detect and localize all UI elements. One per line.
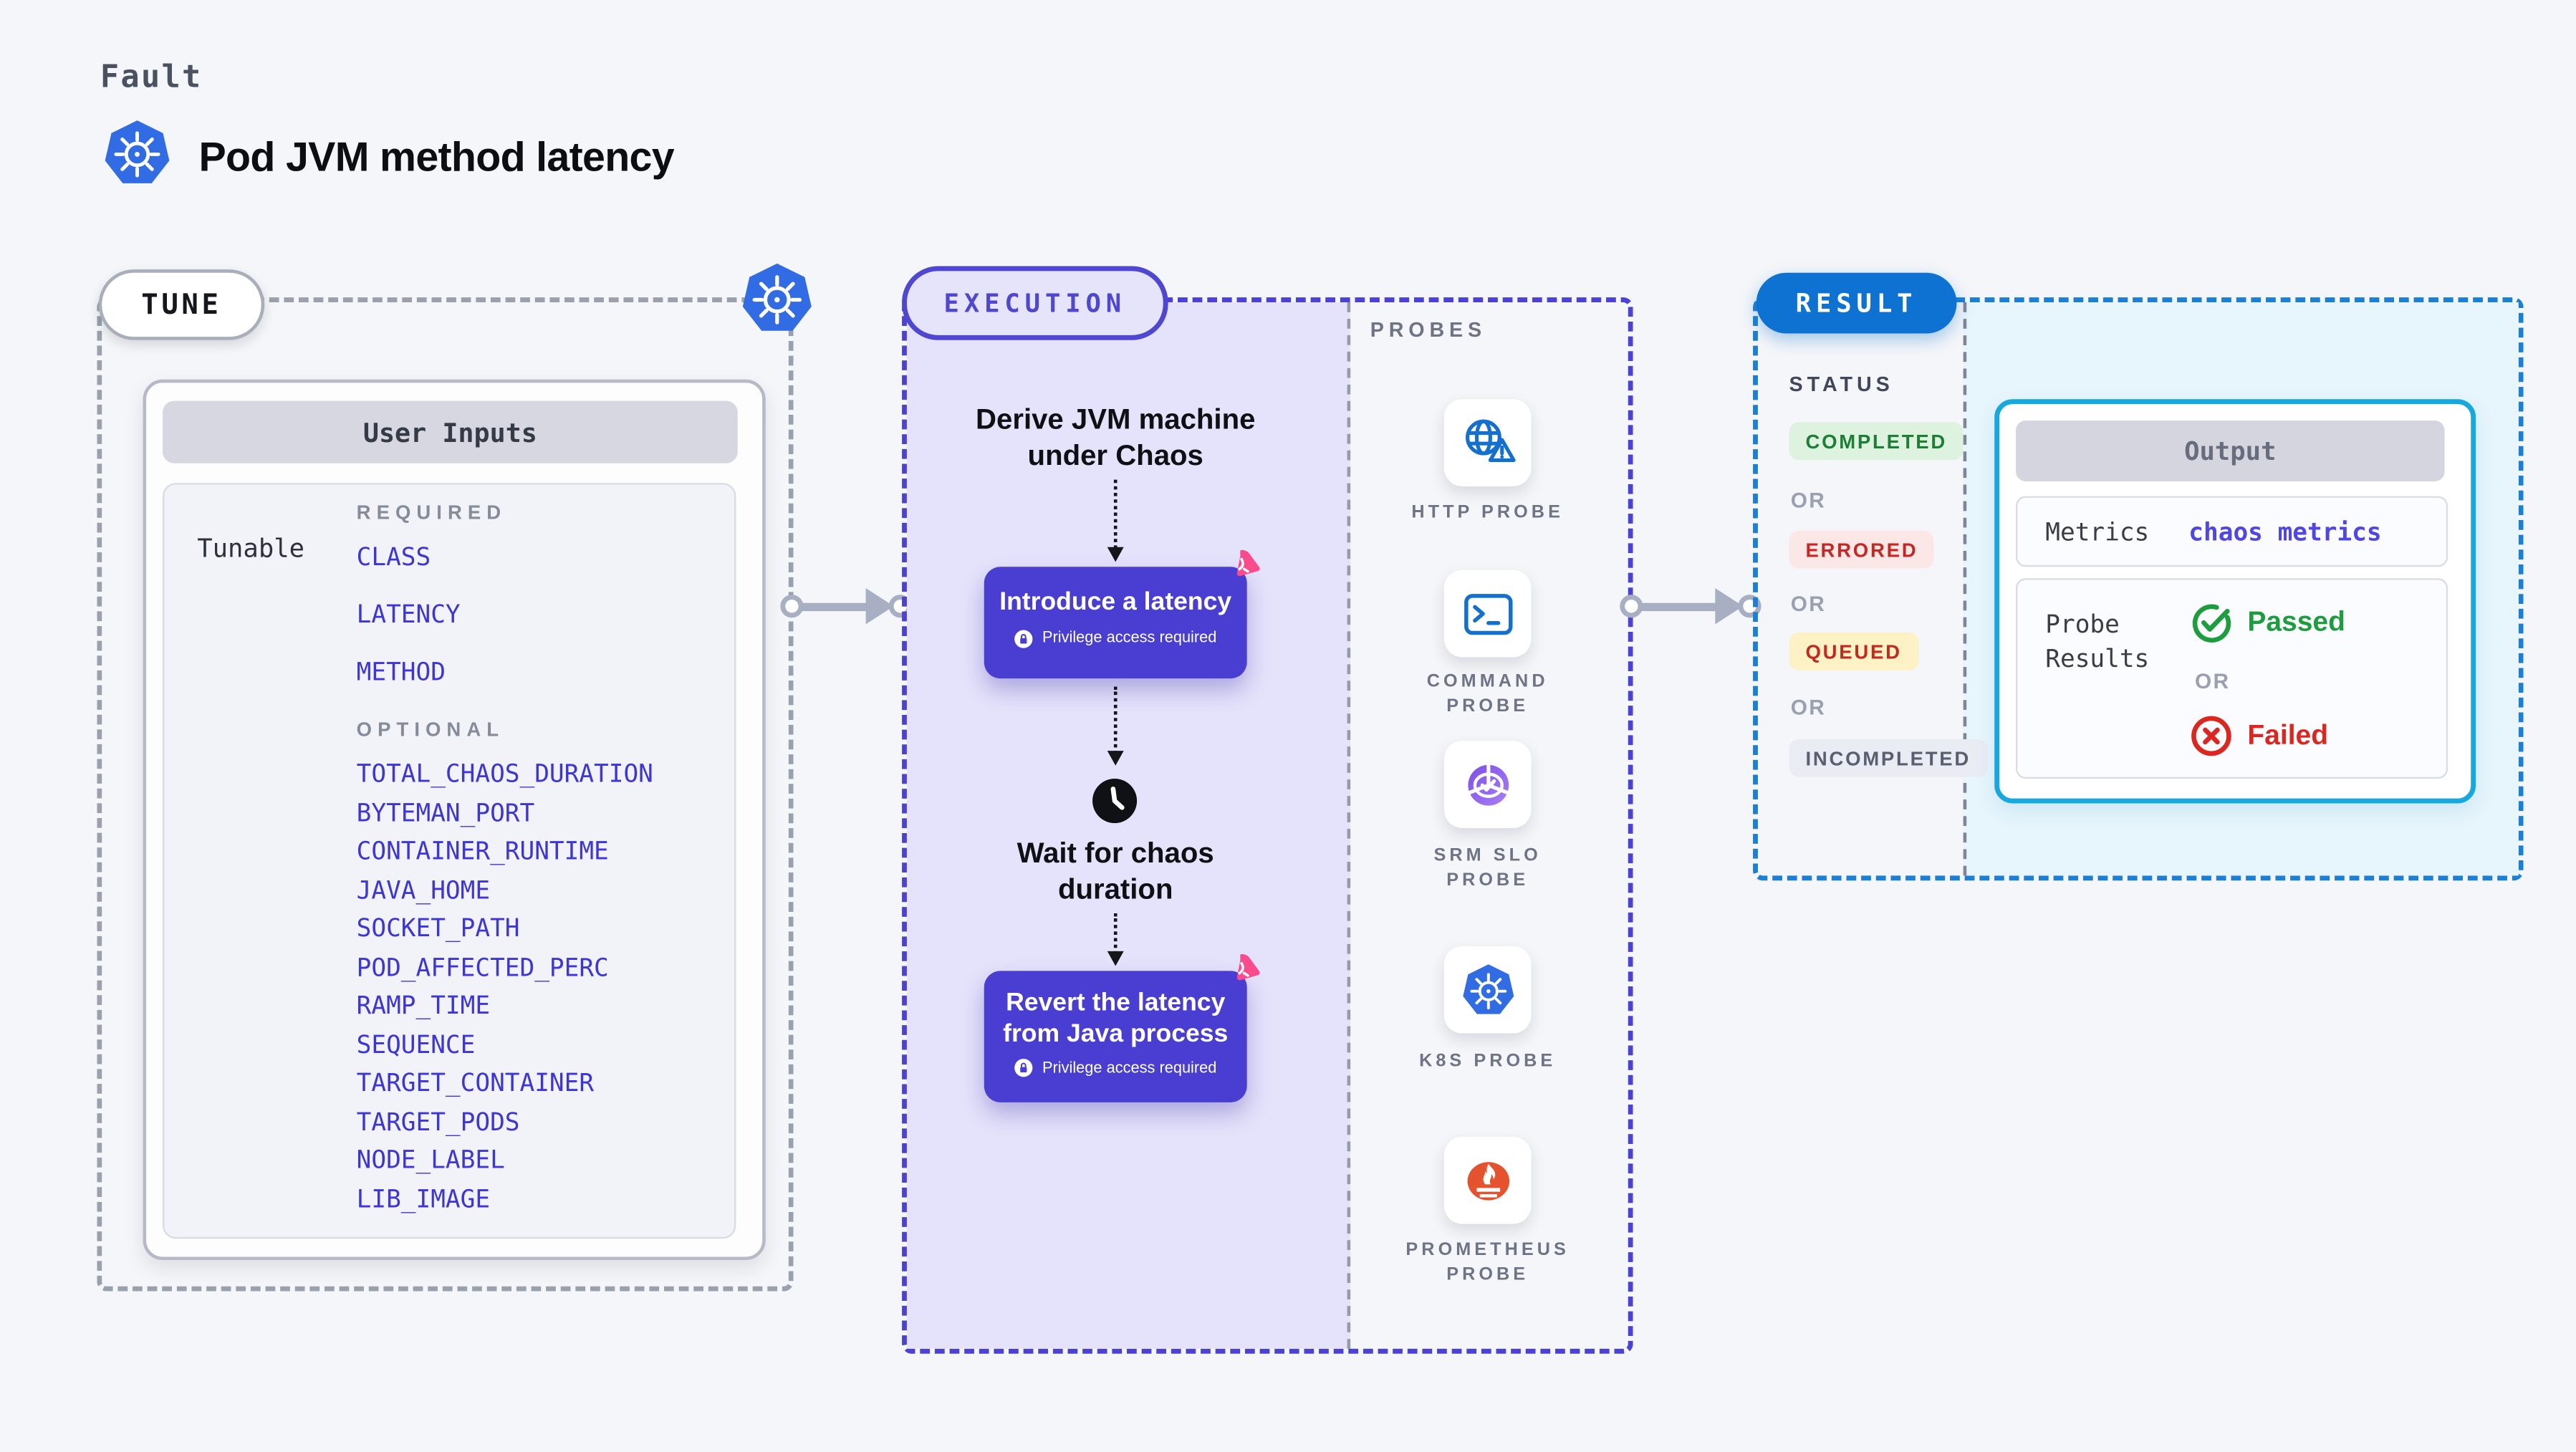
tunable-method: METHOD bbox=[356, 657, 446, 687]
k8s-probe-card bbox=[1443, 946, 1532, 1034]
status-badge-queued: QUEUED bbox=[1789, 632, 1918, 670]
metrics-label: Metrics bbox=[2045, 516, 2150, 547]
output-title: Output bbox=[2016, 420, 2445, 481]
flow-arrow-down-icon bbox=[1106, 913, 1123, 966]
passed-result: Passed bbox=[2190, 601, 2345, 644]
passed-label: Passed bbox=[2247, 606, 2345, 638]
failed-label: Failed bbox=[2247, 719, 2329, 751]
tunable-label: Tunable bbox=[197, 534, 305, 564]
optional-section-label: OPTIONAL bbox=[356, 718, 505, 741]
or-separator: OR bbox=[1790, 591, 1827, 617]
probe-results-row: Probe Results Passed OR Failed bbox=[2016, 578, 2448, 779]
probes-section-label: PROBES bbox=[1370, 318, 1487, 342]
tunable-java-home: JAVA_HOME bbox=[356, 875, 491, 905]
status-heading: STATUS bbox=[1789, 372, 1894, 396]
user-inputs-table: Tunable REQUIRED CLASS LATENCY METHOD OP… bbox=[163, 483, 736, 1239]
check-circle-icon bbox=[2190, 601, 2233, 644]
execution-section: Derive JVM machine under Chaos Introduce… bbox=[902, 297, 1633, 1354]
tunable-total-chaos-duration: TOTAL_CHAOS_DURATION bbox=[356, 759, 653, 789]
probe-results-label: Probe Results bbox=[2045, 609, 2150, 674]
flow-arrow-down-icon bbox=[1106, 479, 1123, 562]
http-probe-label: HTTP PROBE bbox=[1411, 502, 1564, 523]
kubernetes-icon bbox=[1461, 962, 1515, 1015]
tunables-list: REQUIRED CLASS LATENCY METHOD OPTIONAL T… bbox=[357, 496, 725, 1221]
command-probe-label: COMMAND PROBE bbox=[1426, 672, 1549, 716]
status-badge-errored: ERRORED bbox=[1789, 530, 1935, 569]
or-separator: OR bbox=[1790, 488, 1827, 513]
prometheus-probe-label: PROMETHEUS PROBE bbox=[1405, 1240, 1570, 1285]
user-inputs-card: User Inputs Tunable REQUIRED CLASS LATEN… bbox=[143, 379, 766, 1261]
result-section: STATUS COMPLETED OR ERRORED OR QUEUED OR… bbox=[1753, 297, 2524, 881]
privilege-note: Privilege access required bbox=[1042, 629, 1217, 648]
chaos-spark-icon bbox=[1229, 547, 1263, 585]
http-globe-alert-icon bbox=[1458, 413, 1517, 473]
http-probe-card bbox=[1443, 399, 1532, 486]
clock-icon bbox=[1091, 777, 1139, 825]
tunable-lib-image: LIB_IMAGE bbox=[356, 1183, 491, 1213]
metrics-row: Metrics chaos metrics bbox=[2016, 496, 2448, 567]
tunable-node-label: NODE_LABEL bbox=[356, 1145, 505, 1175]
tunable-socket-path: SOCKET_PATH bbox=[356, 913, 520, 943]
execution-badge: EXECUTION bbox=[902, 266, 1168, 340]
tunable-ramp-time: RAMP_TIME bbox=[356, 990, 491, 1021]
x-circle-icon bbox=[2190, 715, 2233, 758]
tunable-sequence: SEQUENCE bbox=[356, 1029, 476, 1059]
tunable-byteman-port: BYTEMAN_PORT bbox=[356, 797, 535, 827]
connector-tune-to-execution bbox=[780, 588, 912, 625]
connector-execution-to-result bbox=[1620, 588, 1762, 625]
status-badge-incompleted: INCOMPLETED bbox=[1789, 739, 1987, 777]
slo-pie-check-icon bbox=[1458, 755, 1517, 814]
node-title: Revert the latency from Java process bbox=[1003, 989, 1229, 1048]
connector-line bbox=[799, 602, 870, 610]
terminal-icon bbox=[1458, 584, 1517, 643]
fault-eyebrow: Fault bbox=[100, 59, 203, 96]
metrics-value: chaos metrics bbox=[2188, 516, 2382, 547]
derive-step-label: Derive JVM machine under Chaos bbox=[976, 402, 1256, 472]
result-badge: RESULT bbox=[1756, 272, 1957, 334]
wait-step-label: Wait for chaos duration bbox=[1017, 836, 1214, 905]
tunable-container-runtime: CONTAINER_RUNTIME bbox=[356, 836, 609, 866]
kubernetes-icon bbox=[739, 261, 814, 337]
execution-flow-area: Derive JVM machine under Chaos Introduce… bbox=[906, 302, 1351, 1349]
k8s-probe-label: K8S PROBE bbox=[1419, 1051, 1557, 1072]
required-section-label: REQUIRED bbox=[356, 501, 507, 524]
chaos-spark-icon bbox=[1229, 951, 1263, 989]
kubernetes-icon bbox=[102, 118, 173, 189]
tune-section bbox=[97, 297, 794, 1292]
tunable-latency: LATENCY bbox=[356, 600, 461, 630]
tune-badge: TUNE bbox=[98, 269, 265, 340]
or-separator: OR bbox=[2194, 668, 2231, 693]
lock-icon bbox=[1014, 628, 1034, 648]
or-separator: OR bbox=[1790, 695, 1827, 720]
tunable-class: CLASS bbox=[356, 542, 431, 572]
introduce-latency-node: Introduce a latency Privilege access req… bbox=[984, 547, 1263, 679]
tunable-target-pods: TARGET_PODS bbox=[356, 1106, 520, 1136]
output-card: Output Metrics chaos metrics Probe Resul… bbox=[1994, 399, 2476, 804]
node-title: Introduce a latency bbox=[999, 588, 1232, 617]
failed-result: Failed bbox=[2190, 715, 2328, 758]
flow-arrow-down-icon bbox=[1106, 686, 1123, 766]
tunable-target-container: TARGET_CONTAINER bbox=[356, 1067, 595, 1097]
privilege-note: Privilege access required bbox=[1042, 1059, 1217, 1077]
prometheus-flame-icon bbox=[1466, 1161, 1509, 1200]
tunable-pod-affected-perc: POD_AFFECTED_PERC bbox=[356, 952, 609, 982]
command-probe-card bbox=[1443, 569, 1532, 658]
srm-slo-probe-label: SRM SLO PROBE bbox=[1433, 846, 1542, 891]
page-title: Pod JVM method latency bbox=[198, 135, 675, 181]
revert-latency-node: Revert the latency from Java process Pri… bbox=[984, 951, 1263, 1102]
connector-line bbox=[1639, 602, 1719, 610]
srm-slo-probe-card bbox=[1443, 741, 1532, 828]
prometheus-probe-card bbox=[1443, 1137, 1532, 1224]
lock-icon bbox=[1014, 1058, 1034, 1078]
status-badge-completed: COMPLETED bbox=[1789, 422, 1964, 461]
user-inputs-title: User Inputs bbox=[163, 400, 738, 463]
